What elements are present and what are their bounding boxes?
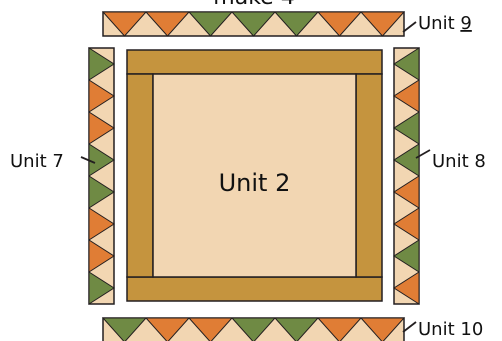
unit-9-label: Unit 9 [403, 13, 472, 34]
unit-8-text: Unit 8 [432, 151, 486, 172]
unit-8-label: Unit 8 [416, 150, 486, 172]
unit-7-label: Unit 7 [10, 151, 95, 172]
unit-10-leader [403, 322, 416, 332]
unit-9-prefix: Unit [418, 13, 460, 34]
border-bottom [127, 277, 382, 301]
make-count-caption: make 4 [213, 0, 294, 10]
border-top [127, 50, 382, 74]
unit-9-strip [103, 12, 404, 36]
unit-9-leader [403, 22, 416, 32]
unit-2-block: Unit 2 [127, 50, 382, 301]
unit-10-label: Unit 10 [403, 319, 483, 340]
unit-7-text: Unit 7 [10, 151, 64, 172]
unit-10-text: Unit 10 [418, 319, 483, 340]
unit-7-strip [89, 48, 114, 304]
border-right [356, 74, 382, 277]
border-left [127, 74, 153, 277]
unit-8-strip [394, 48, 419, 304]
unit-10-strip [103, 318, 404, 341]
center-label: Unit 2 [219, 169, 291, 197]
unit-9-number: 9 [460, 13, 471, 34]
svg-text:Unit 9: Unit 9 [418, 13, 472, 34]
